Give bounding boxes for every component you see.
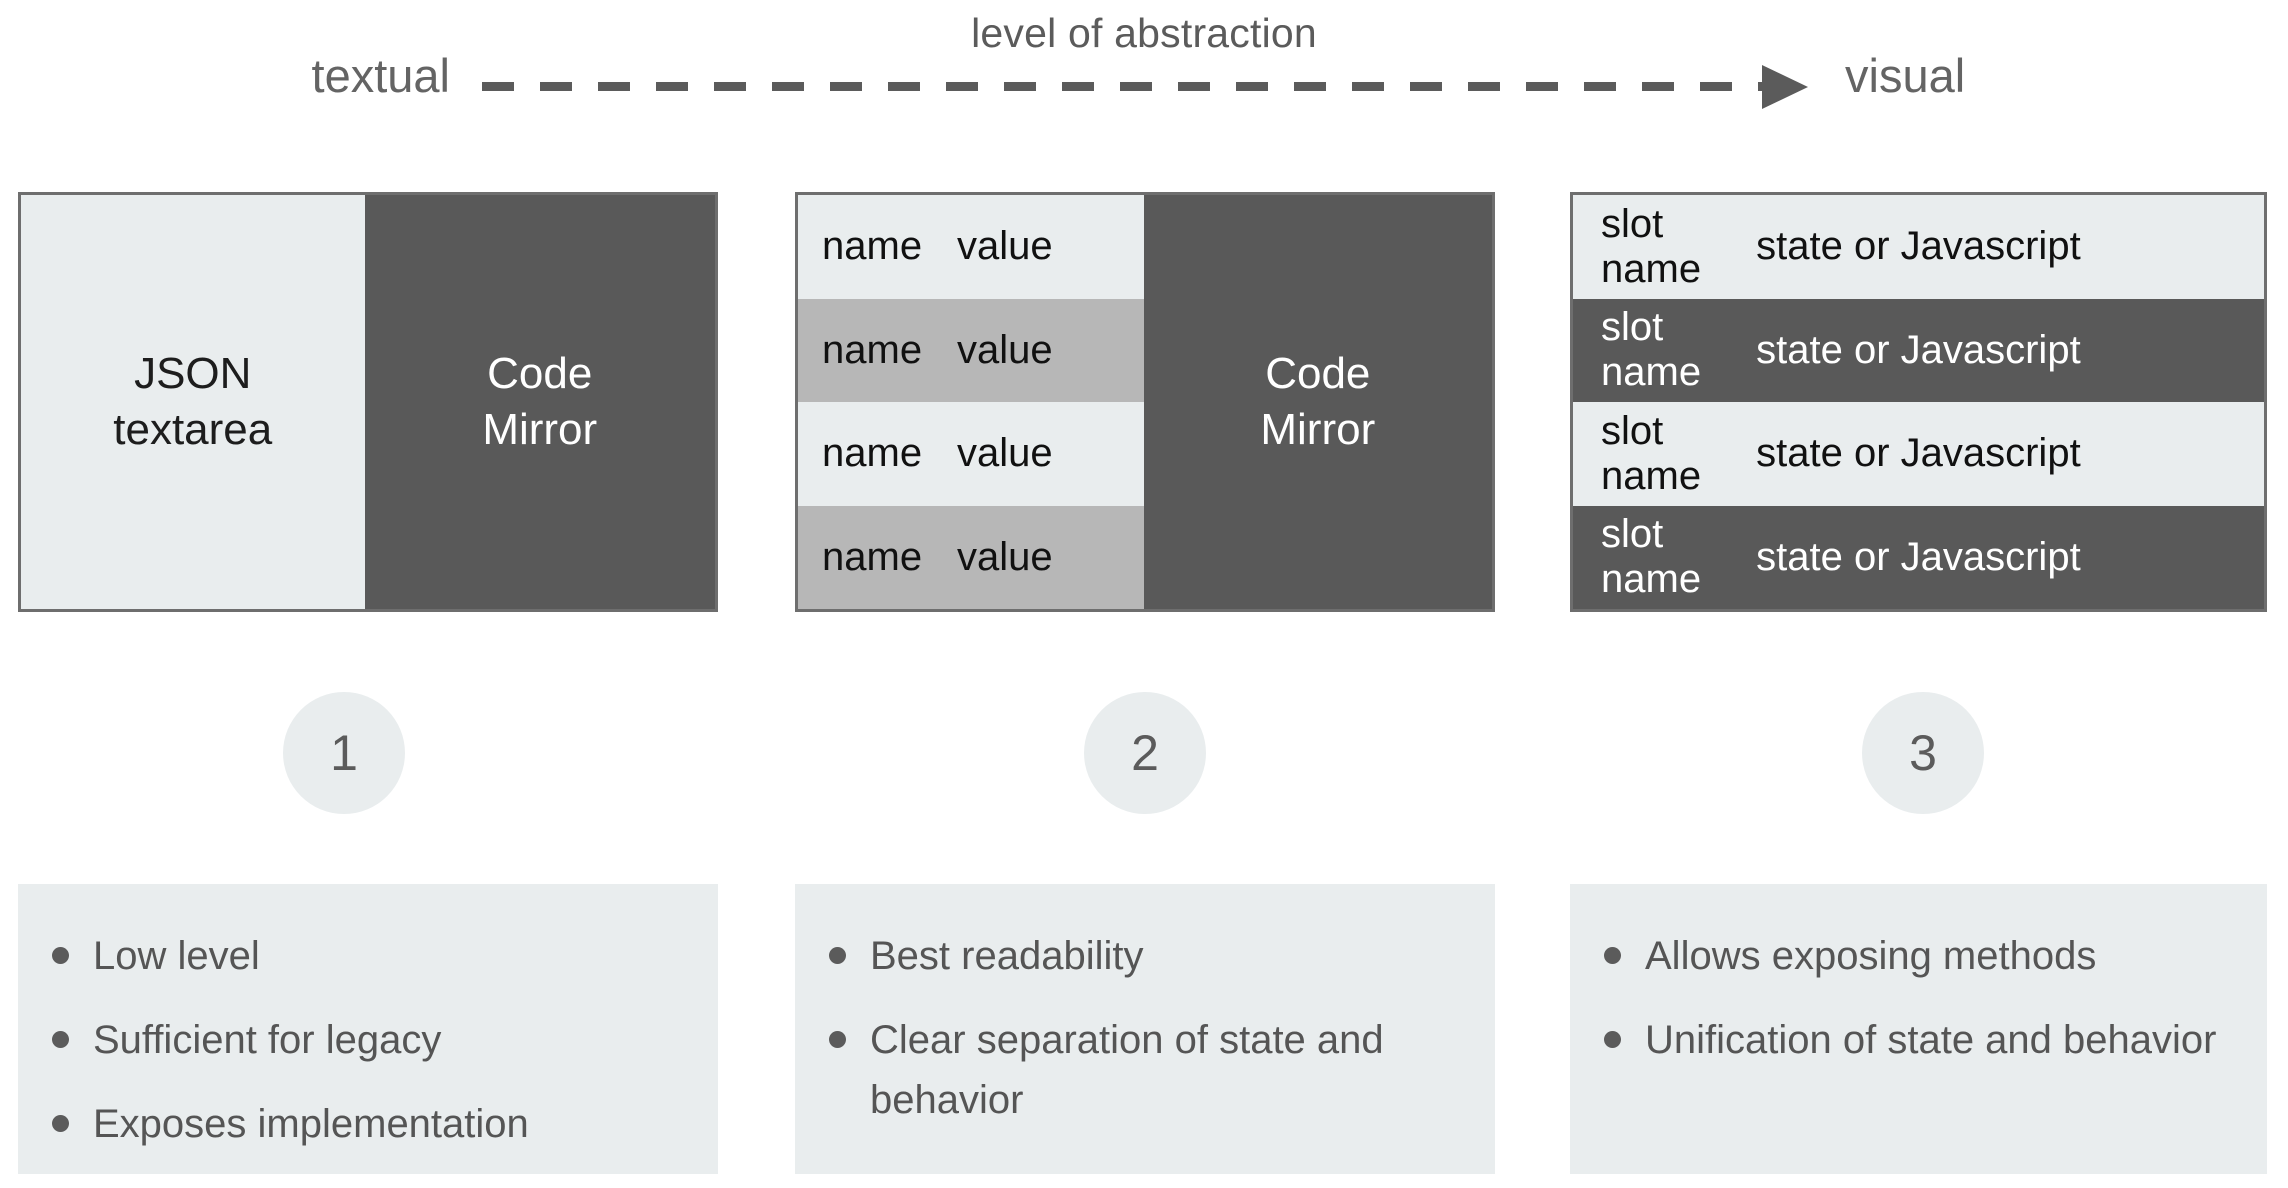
row-name-cell: slot name xyxy=(1601,512,1702,602)
slot-table: slot name state or Javascript slot name … xyxy=(1573,195,2264,609)
row-name-cell: name xyxy=(822,534,923,579)
approach-1-panel: JSON textarea Code Mirror xyxy=(18,192,718,612)
step-number: 1 xyxy=(330,725,358,781)
list-item: Low level xyxy=(52,926,684,986)
step-badge-2: 2 xyxy=(1084,692,1206,814)
axis-title: level of abstraction xyxy=(971,10,1317,56)
row-value-cell: value xyxy=(956,431,1053,476)
row-value-cell: state or Javascript xyxy=(1756,224,2081,269)
list-item-label: Best readability xyxy=(870,934,1144,978)
json-textarea-block: JSON textarea xyxy=(21,195,365,609)
axis-right-label: visual xyxy=(1845,49,1966,102)
list-item: Sufficient for legacy xyxy=(52,1010,684,1070)
bullet-dot-icon xyxy=(52,1115,69,1132)
list-item: Best readability xyxy=(829,926,1461,986)
step-badge-1: 1 xyxy=(283,692,405,814)
row-name-cell: slot name xyxy=(1601,408,1702,498)
bullet-dot-icon xyxy=(1604,1031,1621,1048)
row-name-cell: slot name xyxy=(1601,305,1702,395)
row-value-cell: state or Javascript xyxy=(1756,431,2081,476)
row-value-cell: value xyxy=(956,534,1053,579)
list-item-label: Exposes implementation xyxy=(93,1102,529,1146)
code-mirror-line-1: Code xyxy=(487,348,593,398)
bullet-dot-icon xyxy=(52,947,69,964)
table-row: name value xyxy=(798,195,1144,299)
table-row: slot name state or Javascript xyxy=(1573,298,2264,402)
bullet-dot-icon xyxy=(829,1031,846,1048)
list-item: Allows exposing methods xyxy=(1604,926,2233,986)
table-row: slot name state or Javascript xyxy=(1573,195,2264,299)
row-name-cell: name xyxy=(822,224,923,269)
name-value-table: name value name value name value name va… xyxy=(798,195,1144,609)
approach-3-benefits-box: Allows exposing methods Unification of s… xyxy=(1570,884,2267,1174)
approach-2-panel: name value name value name value name va… xyxy=(795,192,1495,612)
row-value-cell: value xyxy=(956,327,1053,372)
row-name-cell: slot name xyxy=(1601,201,1702,291)
list-item-label: Low level xyxy=(93,934,260,978)
axis-left-label: textual xyxy=(311,49,450,102)
arrow-head-icon xyxy=(1762,65,1808,109)
row-value-cell: state or Javascript xyxy=(1756,327,2081,372)
list-item: Exposes implementation xyxy=(52,1094,684,1154)
code-mirror-line-2: Mirror xyxy=(482,405,598,454)
bullet-dot-icon xyxy=(52,1031,69,1048)
row-value-cell: value xyxy=(956,224,1053,269)
code-mirror-line-2: Mirror xyxy=(1260,405,1376,454)
json-textarea-line-2: textarea xyxy=(113,405,273,454)
step-number: 2 xyxy=(1131,725,1159,781)
row-value-cell: state or Javascript xyxy=(1756,534,2081,579)
list-item: Unification of state and behavior xyxy=(1604,1010,2233,1070)
approach-2-benefits-box: Best readability Clear separation of sta… xyxy=(795,884,1495,1174)
step-number: 3 xyxy=(1909,725,1937,781)
approach-3-panel: slot name state or Javascript slot name … xyxy=(1570,192,2267,612)
table-row: name value xyxy=(798,505,1144,609)
json-textarea-line-1: JSON xyxy=(134,348,252,398)
list-item-label: Unification of state and behavior xyxy=(1645,1018,2217,1062)
bullet-dot-icon xyxy=(829,947,846,964)
list-item-label: Allows exposing methods xyxy=(1645,934,2097,978)
bullet-dot-icon xyxy=(1604,947,1621,964)
table-row: slot name state or Javascript xyxy=(1573,402,2264,506)
table-row: name value xyxy=(798,298,1144,402)
code-mirror-block: Code Mirror xyxy=(1143,195,1492,609)
list-item: Clear separation of state and behavior xyxy=(829,1010,1461,1130)
approach-1-benefits-box: Low level Sufficient for legacy Exposes … xyxy=(18,884,718,1174)
step-badge-3: 3 xyxy=(1862,692,1984,814)
abstraction-axis-header: level of abstraction textual visual xyxy=(0,0,2288,150)
table-row: name value xyxy=(798,402,1144,506)
row-name-cell: name xyxy=(822,431,923,476)
dashed-arrow-line-icon xyxy=(482,82,1767,91)
code-mirror-block: Code Mirror xyxy=(364,195,715,609)
list-item-label: Clear separation of state and behavior xyxy=(870,1018,1384,1122)
table-row: slot name state or Javascript xyxy=(1573,505,2264,609)
row-name-cell: name xyxy=(822,327,923,372)
code-mirror-line-1: Code xyxy=(1265,348,1371,398)
list-item-label: Sufficient for legacy xyxy=(93,1018,442,1062)
